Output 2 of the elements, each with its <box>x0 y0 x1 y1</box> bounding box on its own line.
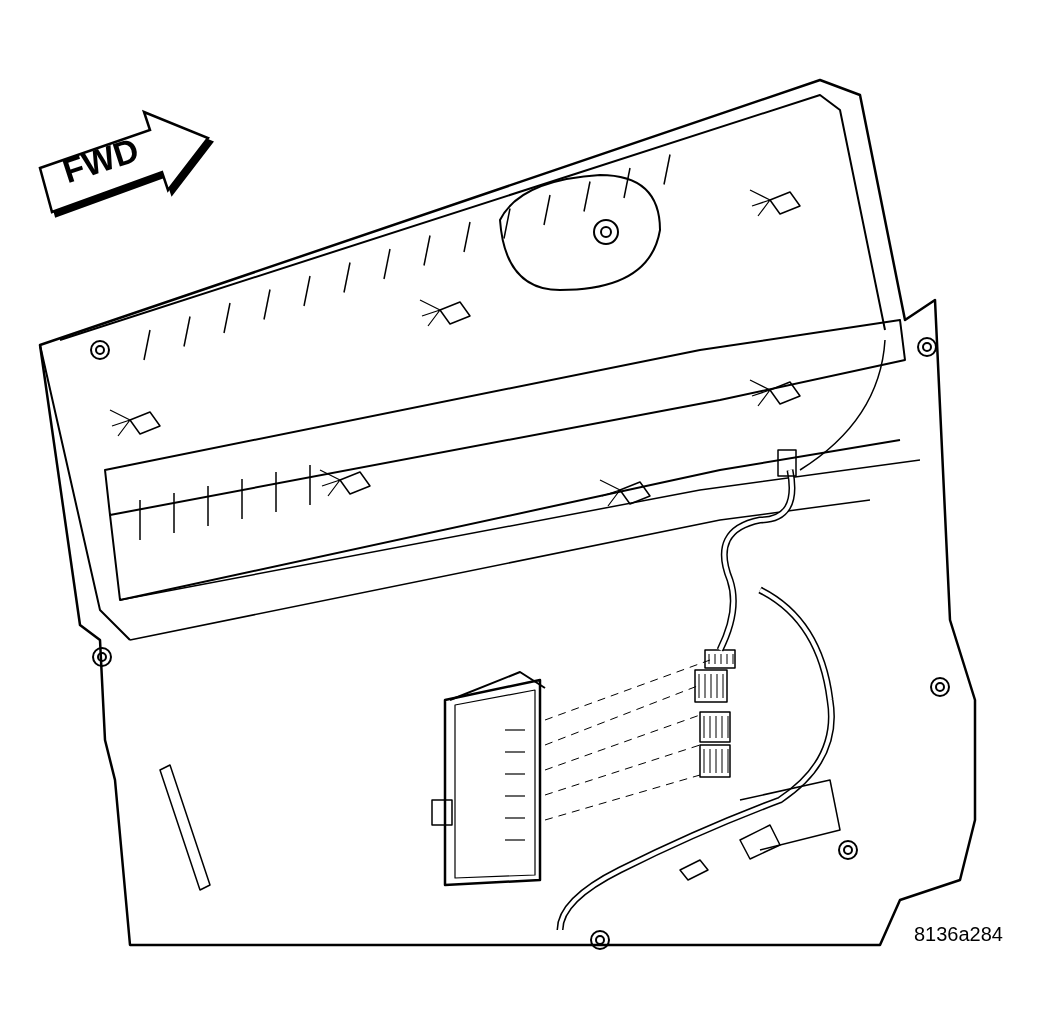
direction-label: FWD <box>58 130 144 192</box>
figure-id-label: 8136a284 <box>914 923 1003 946</box>
